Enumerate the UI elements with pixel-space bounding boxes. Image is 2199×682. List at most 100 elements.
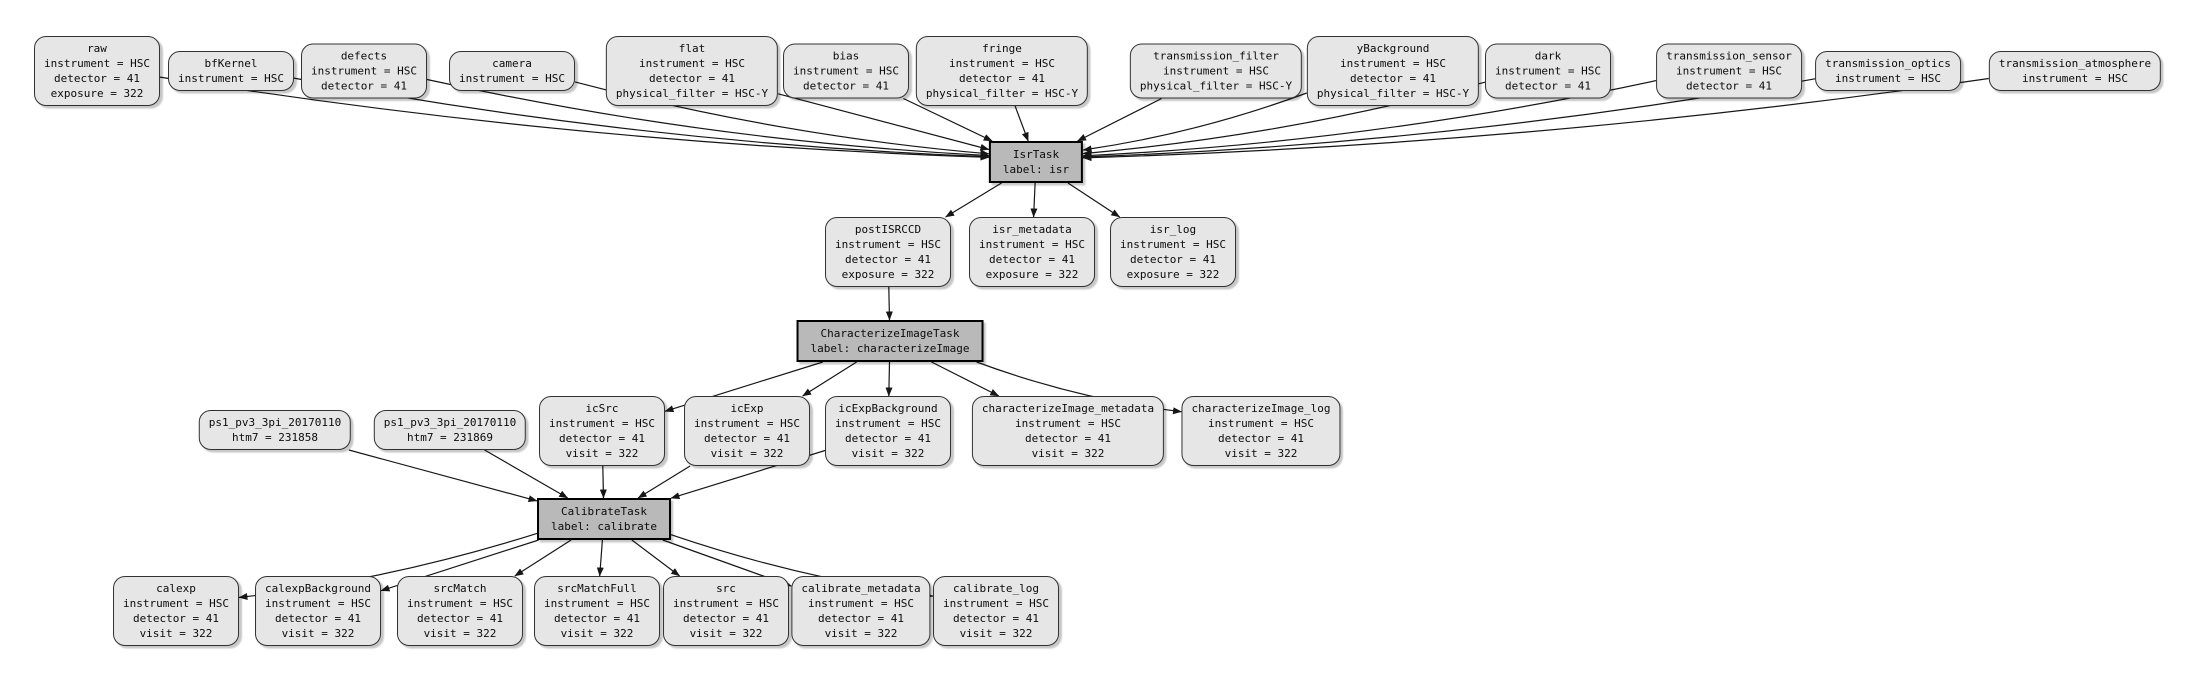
node-dimension: detector = 41 <box>53 72 141 85</box>
node-title: icSrc <box>585 402 619 415</box>
node-dimension: instrument = HSC <box>639 57 745 70</box>
node-dimension: detector = 41 <box>553 612 641 625</box>
node-dimension: detector = 41 <box>703 432 791 445</box>
node-dimension: instrument = HSC <box>1835 72 1941 85</box>
node-dimension: instrument = HSC <box>1676 64 1782 78</box>
node-dimension: instrument = HSC <box>949 57 1055 70</box>
node-title: raw <box>87 42 107 55</box>
node-dimension: detector = 41 <box>558 432 646 445</box>
edge-calibrate-to-srcMatchFull <box>596 539 604 577</box>
edge-raw-to-isr <box>159 76 990 161</box>
edge-characterizeImage-to-characterizeImage_metadata <box>931 361 1000 397</box>
node-title: defects <box>340 49 388 63</box>
node-title: postISRCCD <box>854 223 922 236</box>
edge-ps1_231858-to-calibrate <box>348 449 538 503</box>
node-title: calexp <box>156 582 196 595</box>
node-dimension: instrument = HSC <box>1208 417 1314 430</box>
node-dimension: physical_filter = HSC-Y <box>615 87 769 100</box>
node-title: flat <box>678 42 706 55</box>
edge-yBackground-to-isr <box>1082 92 1308 153</box>
node-dimension: instrument = HSC <box>835 238 941 251</box>
node-dimension: instrument = HSC <box>943 597 1049 610</box>
node-dimension: detector = 41 <box>1024 432 1112 445</box>
node-dimension: physical_filter = HSC-Y <box>1139 79 1293 93</box>
node-title: CharacterizeImageTask <box>820 327 960 340</box>
node-dimension: instrument = HSC <box>1015 417 1121 430</box>
node-title: srcMatchFull <box>557 582 637 595</box>
node-title: calexpBackground <box>265 582 371 595</box>
node-dimension: visit = 322 <box>139 627 213 640</box>
node-dimension: detector = 41 <box>1217 432 1305 445</box>
node-title: icExpBackground <box>838 402 938 415</box>
node-dimension: htm7 = 231869 <box>406 431 494 444</box>
node-dimension: detector = 41 <box>416 612 504 625</box>
node-dimension: instrument = HSC <box>2022 72 2128 85</box>
node-dimension: instrument = HSC <box>407 597 513 610</box>
edge-calibrate-to-srcMatch <box>514 539 572 577</box>
node-title: isr_metadata <box>992 223 1072 236</box>
edge-icExp-to-calibrate <box>637 465 691 499</box>
dataset-node-calexpBackground: calexpBackground instrument = HSC detector… <box>255 576 381 646</box>
edge-characterizeImage-to-icExp <box>802 361 857 397</box>
node-title: bfKernel <box>204 57 258 70</box>
node-dimension: exposure = 322 <box>841 268 935 281</box>
node-dimension: instrument = HSC <box>1120 238 1226 251</box>
node-title: camera <box>492 57 532 70</box>
edge-icSrc-to-calibrate <box>599 465 607 499</box>
node-dimension: visit = 322 <box>281 627 355 640</box>
node-title: calibrate_metadata <box>801 582 921 595</box>
node-title: srcMatch <box>433 582 487 595</box>
edge-isr-to-isr_log <box>1067 182 1121 218</box>
dataset-node-srcMatch: srcMatch instrument = HSC detector = 41 vis… <box>397 576 523 646</box>
node-dimension: physical_filter = HSC-Y <box>925 87 1079 100</box>
node-dimension: instrument = HSC <box>835 417 941 430</box>
node-dimension: instrument = HSC <box>673 597 779 610</box>
node-title: transmission_sensor <box>1666 49 1792 63</box>
node-dimension: detector = 41 <box>844 253 932 266</box>
node-dimension: detector = 41 <box>802 79 890 93</box>
node-dimension: visit = 322 <box>959 627 1033 640</box>
node-dimension: visit = 322 <box>851 447 925 460</box>
node-dimension: visit = 322 <box>1031 447 1105 460</box>
node-dimension: visit = 322 <box>423 627 497 640</box>
node-dimension: detector = 41 <box>274 612 362 625</box>
node-dimension: visit = 322 <box>565 447 639 460</box>
node-dimension: label: calibrate <box>551 520 657 533</box>
edge-isr-to-postISRCCD <box>945 182 1002 218</box>
edge-isr-to-isr_metadata <box>1030 182 1038 218</box>
node-dimension: exposure = 322 <box>985 268 1079 281</box>
node-dimension: instrument = HSC <box>544 597 650 610</box>
edge-characterizeImage-to-icSrc <box>664 361 823 413</box>
node-dimension: instrument = HSC <box>265 597 371 610</box>
edge-flat-to-isr <box>778 93 990 151</box>
node-dimension: visit = 322 <box>824 627 898 640</box>
node-dimension: label: isr <box>1002 163 1070 176</box>
node-dimension: detector = 41 <box>844 432 932 445</box>
node-dimension: detector = 41 <box>952 612 1040 625</box>
node-dimension: instrument = HSC <box>694 417 800 430</box>
node-title: icExp <box>730 402 764 415</box>
node-dimension: detector = 41 <box>1504 79 1592 93</box>
node-title: bias <box>832 49 860 63</box>
node-title: characterizeImage_metadata <box>981 402 1155 415</box>
edge-characterizeImage-to-icExpBackground <box>885 361 893 397</box>
node-title: src <box>716 582 736 595</box>
node-dimension: detector = 41 <box>1129 253 1217 266</box>
node-dimension: detector = 41 <box>682 612 770 625</box>
